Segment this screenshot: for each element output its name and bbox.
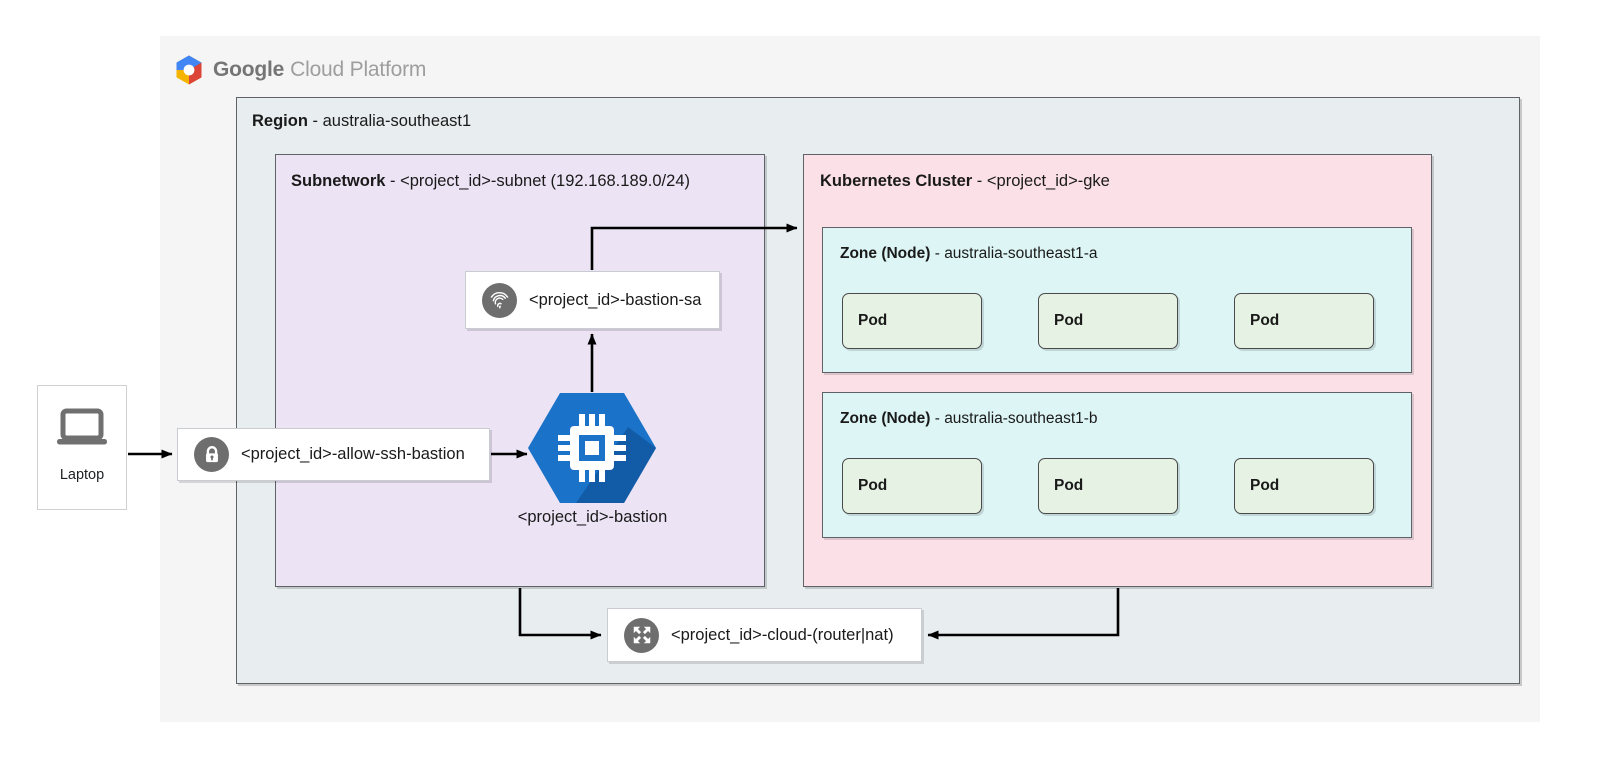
subnetwork-separator: - [385,172,401,190]
zone-node-b: Zone (Node) - australia-southeast1-b Pod… [822,392,1412,538]
zone-b-value: australia-southeast1-b [944,410,1098,427]
zone-a-value: australia-southeast1-a [944,245,1098,262]
zone-a-title: Zone (Node) - australia-southeast1-a [840,245,1098,263]
fingerprint-icon [482,282,517,318]
pod-box[interactable]: Pod [1038,458,1178,514]
region-label: Region [252,112,308,130]
pod-box[interactable]: Pod [1038,293,1178,349]
firewall-rule-label: <project_id>-allow-ssh-bastion [241,445,465,463]
subnetwork-container [275,154,765,587]
subnetwork-label: Subnetwork [291,172,386,190]
zone-b-separator: - [930,410,945,427]
gcp-hexagon-logo-icon [174,54,204,86]
laptop-node[interactable]: Laptop [37,385,127,510]
gcp-wordmark: Google Cloud Platform [213,58,426,82]
bastion-vm-label: <project_id>-bastion [517,508,668,526]
cloud-router-nat-label: <project_id>-cloud-(router|nat) [671,625,894,644]
kubernetes-cluster-title: Kubernetes Cluster - <project_id>-gke [820,172,1110,191]
nat-expand-arrows-icon [624,617,659,653]
cluster-separator: - [972,172,987,190]
subnetwork-value: <project_id>-subnet (192.168.189.0/24) [400,172,690,190]
laptop-label: Laptop [59,467,105,483]
subnetwork-title: Subnetwork - <project_id>-subnet (192.16… [291,172,690,191]
cluster-label: Kubernetes Cluster [820,172,973,190]
zone-a-label: Zone (Node) [840,245,931,262]
gcp-brand: Google Cloud Platform [174,52,426,88]
compute-engine-chip-icon [528,393,656,503]
region-value: australia-southeast1 [322,112,472,130]
pod-box[interactable]: Pod [842,293,982,349]
laptop-icon [56,408,108,453]
bastion-vm-node[interactable] [528,389,656,507]
service-account-label: <project_id>-bastion-sa [529,290,702,309]
service-account-node[interactable]: <project_id>-bastion-sa [465,271,720,329]
region-title: Region - australia-southeast1 [252,112,471,131]
pod-box[interactable]: Pod [842,458,982,514]
brand-word-google: Google [213,58,285,81]
pod-box[interactable]: Pod [1234,458,1374,514]
cloud-router-nat-node[interactable]: <project_id>-cloud-(router|nat) [607,608,922,662]
cluster-value: <project_id>-gke [986,172,1110,190]
zone-a-separator: - [930,245,945,262]
zone-node-a: Zone (Node) - australia-southeast1-a Pod… [822,227,1412,373]
zone-b-title: Zone (Node) - australia-southeast1-b [840,410,1098,428]
region-separator: - [307,112,323,130]
lock-icon [194,437,229,472]
brand-word-cloud-platform: Cloud Platform [290,58,427,81]
zone-b-label: Zone (Node) [840,410,931,427]
pod-box[interactable]: Pod [1234,293,1374,349]
firewall-rule-node[interactable]: <project_id>-allow-ssh-bastion [177,428,490,481]
